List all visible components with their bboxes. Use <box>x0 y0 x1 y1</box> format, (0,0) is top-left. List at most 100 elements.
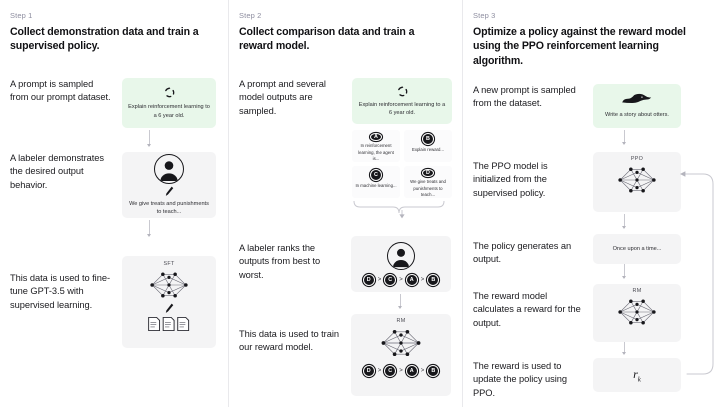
step-2-arrow-1-head <box>397 306 402 309</box>
step-2-row-sample: A prompt and several model outputs are s… <box>237 78 455 219</box>
step-2-row-rank: A labeler ranks the outputs from best to… <box>237 236 455 292</box>
step-1-labeler-text: We give treats and punishments to teach.… <box>129 200 209 215</box>
step-2-output-d: D We give treats and punishments to teac… <box>404 166 452 198</box>
step-3-rm-card: RM <box>593 284 681 342</box>
neural-network-icon <box>614 163 660 197</box>
step-3-caption-prompt: A new prompt is sampled from the dataset… <box>473 85 576 109</box>
step-3-output-text: Once upon a time... <box>612 245 662 252</box>
otter-icon <box>620 92 654 107</box>
reward-formula-subscript: k <box>637 375 641 384</box>
step-1-row-finetune: This data is used to fine-tune GPT-3.5 w… <box>8 256 220 348</box>
step-1-arrow-2 <box>149 220 150 236</box>
step-2-rm-card: RM <box>351 314 451 396</box>
step-2-prompt-card: Explain reinforcement learning to a 6 ye… <box>352 78 452 124</box>
step-1-title: Collect demonstration data and train a s… <box>10 26 199 53</box>
step-3-caption-rm: The reward model calculates a reward for… <box>473 291 581 328</box>
recycle-circle-icon <box>396 85 409 98</box>
step-3-arrow-3-head <box>621 276 626 279</box>
rank-sep-3: > <box>420 277 425 283</box>
neural-network-icon <box>377 325 425 361</box>
rm-rank-badge-1: D <box>362 365 375 377</box>
step-3-output-card: Once upon a time... <box>593 234 681 264</box>
step-3-arrow-3 <box>624 264 625 278</box>
step-3-prompt-card: Write a story about otters. <box>593 84 681 128</box>
documents-icon <box>147 316 191 332</box>
step-2-rank-card: D > C > A > B <box>351 236 451 292</box>
step-3-row-prompt: A new prompt is sampled from the dataset… <box>471 84 715 128</box>
step-1-prompt-card: Explain reinforcement learning to a 6 ye… <box>122 78 216 128</box>
step-3-rm-label: RM <box>632 288 642 294</box>
step-1-label: Step 1 <box>10 11 33 20</box>
rm-rank-badge-2: C <box>384 365 397 377</box>
step-2-row-reward: This data is used to train our reward mo… <box>237 314 455 396</box>
rm-rank-sep-1: > <box>377 368 382 374</box>
step-2-caption-sample: A prompt and several model outputs are s… <box>239 79 326 116</box>
step-3-label: Step 3 <box>473 11 496 20</box>
step-3-caption-output: The policy generates an output. <box>473 241 572 265</box>
step-2-prompt-text: Explain reinforcement learning to a 6 ye… <box>358 101 446 116</box>
rank-badge-3: A <box>405 274 418 286</box>
step-1-arrow-1-head <box>146 144 151 147</box>
step-3-column: Step 3 Optimize a policy against the rew… <box>462 0 720 407</box>
step-3-arrow-1 <box>624 130 625 144</box>
step-2-output-c: C In machine learning... <box>352 166 400 198</box>
step-2-output-b: B Explain reward... <box>404 130 452 162</box>
step-2-caption-rank: A labeler ranks the outputs from best to… <box>239 243 321 280</box>
output-text-a: In reinforcement learning, the agent is.… <box>358 143 394 161</box>
output-text-c: In machine learning... <box>355 183 397 188</box>
step-1-row-labeler: A labeler demonstrates the desired outpu… <box>8 152 220 218</box>
output-text-b: Explain reward... <box>411 147 444 152</box>
step-3-arrow-4-head <box>621 352 626 355</box>
labeler-person-icon <box>154 153 184 184</box>
step-3-row-output: The policy generates an output. Once upo… <box>471 234 715 267</box>
merge-brace-icon <box>351 199 453 219</box>
recycle-circle-icon <box>163 86 176 99</box>
step-1-caption-prompt: A prompt is sampled from our prompt data… <box>10 79 111 103</box>
pencil-icon <box>165 186 174 197</box>
output-text-d: We give treats and punishments to teach.… <box>410 179 446 197</box>
step-2-label: Step 2 <box>239 11 262 20</box>
rank-badge-2: C <box>384 274 397 286</box>
step-1-column: Step 1 Collect demonstration data and tr… <box>0 0 228 407</box>
rm-rank-badge-4: B <box>427 365 440 377</box>
step-2-column: Step 2 Collect comparison data and train… <box>228 0 462 407</box>
rm-rank-sep-2: > <box>399 368 403 374</box>
step-1-labeler-card: We give treats and punishments to teach.… <box>122 152 216 218</box>
output-badge-c: C <box>370 169 382 181</box>
step-3-row-reward: The reward is used to update the policy … <box>471 358 715 400</box>
rank-badge-4: B <box>427 274 440 286</box>
step-3-prompt-text: Write a story about otters. <box>605 112 669 119</box>
step-2-output-a: A In reinforcement learning, the agent i… <box>352 130 400 162</box>
step-1-caption-labeler: A labeler demonstrates the desired outpu… <box>10 153 104 190</box>
step-1-arrow-1 <box>149 130 150 146</box>
step-3-ppo-label: PPO <box>630 156 644 162</box>
reward-formula: rk <box>633 367 641 383</box>
rank-badge-1: D <box>362 274 375 286</box>
step-1-sft-card: SFT <box>122 256 216 348</box>
step-2-ranking-row: D > C > A > B <box>362 274 440 286</box>
output-badge-a: A <box>370 133 382 142</box>
labeler-person-icon <box>387 242 415 270</box>
step-2-rm-label: RM <box>396 318 406 324</box>
step-1-arrow-2-head <box>146 234 151 237</box>
step-3-title: Optimize a policy against the reward mod… <box>473 26 686 67</box>
neural-network-icon <box>146 268 192 302</box>
step-2-caption-reward: This data is used to train our reward mo… <box>239 329 339 353</box>
rank-sep-2: > <box>399 277 403 283</box>
step-3-arrow-1-head <box>621 142 626 145</box>
step-2-outputs-grid: A In reinforcement learning, the agent i… <box>352 130 452 198</box>
step-3-ppo-card: PPO <box>593 152 681 212</box>
step-2-title: Collect comparison data and train a rewa… <box>239 26 415 53</box>
output-badge-d: D <box>422 169 434 178</box>
step-3-formula-card: rk <box>593 358 681 392</box>
step-3-arrow-2-head <box>621 226 626 229</box>
rank-sep-1: > <box>377 277 382 283</box>
step-1-caption-finetune: This data is used to fine-tune GPT-3.5 w… <box>10 273 110 310</box>
step-2-arrow-1 <box>400 294 401 308</box>
step-3-arrow-2 <box>624 214 625 228</box>
rm-rank-badge-3: A <box>405 365 418 377</box>
step-3-caption-ppo: The PPO model is initialized from the su… <box>473 161 548 198</box>
step-3-row-ppo: The PPO model is initialized from the su… <box>471 152 715 212</box>
step-2-rm-ranking-row: D > C > A > B <box>362 365 440 377</box>
